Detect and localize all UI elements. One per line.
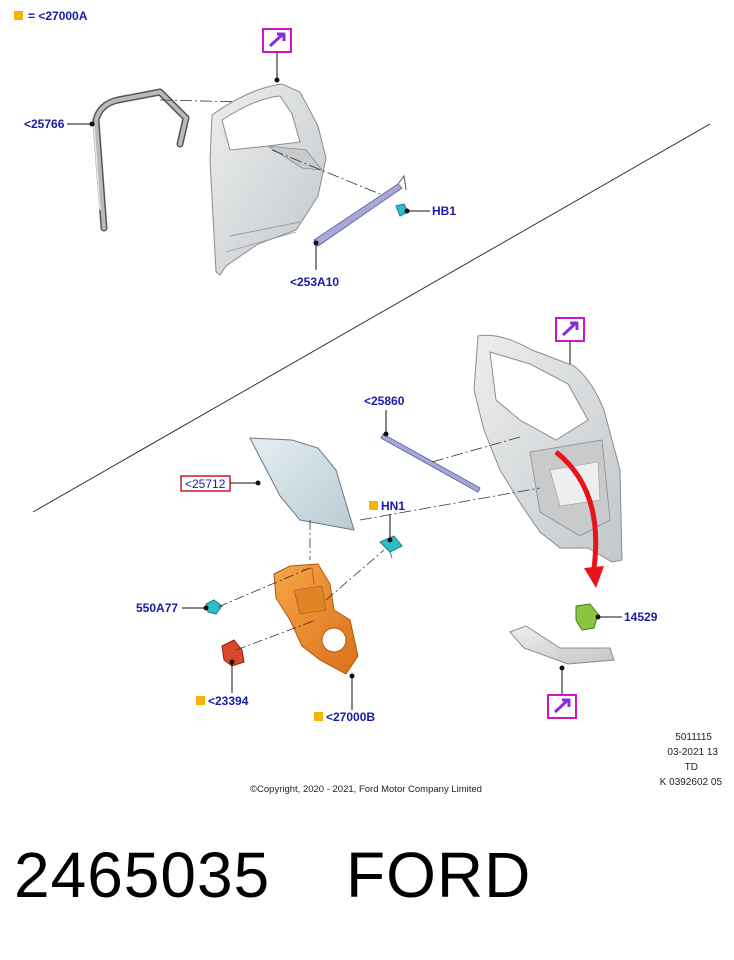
meta-line-4: K 0392602 05 — [660, 777, 723, 788]
brand-name: FORD — [346, 839, 532, 911]
callout-25712[interactable]: <25712 — [180, 475, 261, 492]
callout-25860[interactable]: <25860 — [364, 394, 405, 437]
svg-text:<27000B: <27000B — [326, 710, 375, 724]
svg-text:550A77: 550A77 — [136, 601, 178, 615]
leader-line — [325, 549, 385, 601]
trim-handle-piece — [509, 625, 615, 665]
leader-line — [217, 567, 311, 608]
copyright: ©Copyright, 2020 - 2021, Ford Motor Comp… — [250, 784, 482, 795]
svg-text:HN1: HN1 — [381, 499, 405, 513]
section-divider — [32, 123, 711, 513]
legend-label: = <27000A — [28, 9, 88, 23]
svg-text:<25860: <25860 — [364, 394, 405, 408]
callout-27000b[interactable]: <27000B — [314, 673, 375, 725]
exploded-parts-diagram: = <27000A <25766 HB1 — [14, 9, 723, 795]
door-module-panel — [273, 563, 359, 675]
svg-text:<25712: <25712 — [185, 477, 226, 491]
leader-line — [235, 619, 317, 651]
rear-door-inner-frame — [473, 334, 623, 563]
callout-550a77[interactable]: 550A77 — [136, 601, 209, 615]
legend-square-icon — [14, 11, 23, 20]
bolt-550a77 — [205, 599, 223, 615]
svg-text:<23394: <23394 — [208, 694, 249, 708]
direction-arrow-icon — [554, 450, 604, 588]
diagram-meta: 5011115 03-2021 13 TD K 0392602 05 — [660, 732, 723, 788]
callout-14529[interactable]: 14529 — [595, 610, 658, 624]
callout-hb1[interactable]: HB1 — [404, 204, 457, 218]
callout-23394[interactable]: <23394 — [196, 659, 249, 709]
meta-line-1: 5011115 — [675, 732, 712, 743]
svg-text:14529: 14529 — [624, 610, 658, 624]
svg-text:<253A10: <253A10 — [290, 275, 339, 289]
svg-text:HB1: HB1 — [432, 204, 456, 218]
svg-text:<25766: <25766 — [24, 117, 65, 131]
motor-14529 — [575, 603, 599, 631]
callout-hn1[interactable]: HN1 — [369, 499, 405, 543]
callout-25766[interactable]: <25766 — [24, 117, 95, 131]
door-glass — [249, 437, 355, 531]
callout-253a10[interactable]: <253A10 — [290, 240, 339, 290]
rear-door-shell-upper — [209, 83, 327, 276]
rear-glass-run — [380, 433, 481, 493]
view-arrow-icon[interactable] — [547, 665, 577, 719]
leader-line — [431, 436, 521, 463]
meta-line-2: 03-2021 13 — [667, 747, 718, 758]
part-number: 2465035 — [14, 839, 271, 911]
meta-line-3: TD — [685, 762, 698, 773]
leader-line — [159, 99, 246, 103]
belt-moulding — [313, 174, 407, 247]
regulator-23394 — [221, 639, 245, 667]
view-arrow-icon[interactable] — [262, 28, 292, 83]
weatherstrip-frame — [92, 88, 190, 232]
